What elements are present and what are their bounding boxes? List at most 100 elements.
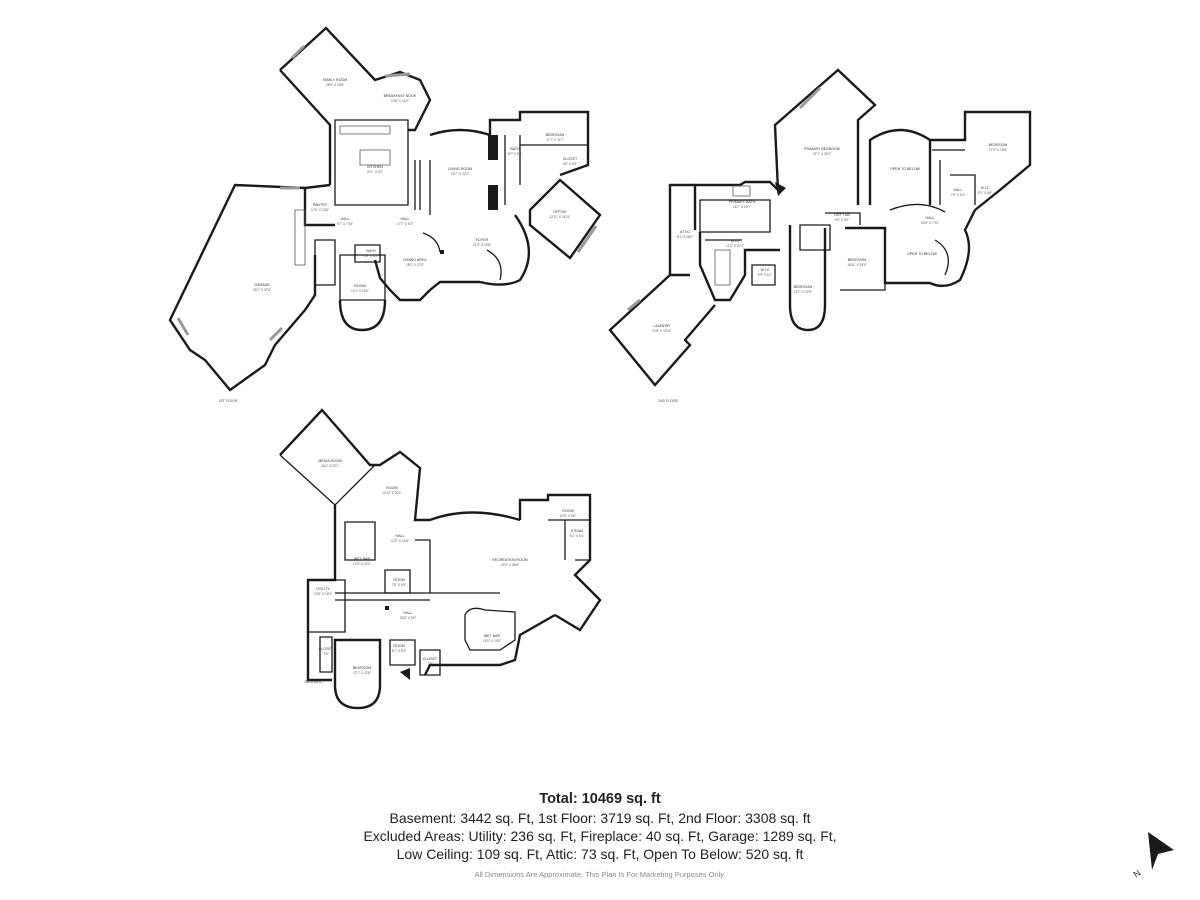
b-room-c-dim: 10'0" X 6'5" [560,514,576,518]
b-hall-b-dim: 32'8" X 5'8" [400,616,416,620]
sf-bedroom-a-label: BEDROOM [989,143,1008,147]
b-hall-a-dim: 12'2" X 14'8" [391,539,409,543]
sf-wic-a-label: W.I.C [981,186,990,190]
sf-wic-b-label: W.I.C [731,239,740,243]
b-hall-b-label: HALL [404,611,413,615]
sf-wic-c-label: W.I.C [761,268,770,272]
ff-bath-b-dim: 6'0" X 6'3" [364,254,378,258]
b-recreation-label: RECREATION ROOM [492,558,527,562]
b-utility-label: UTILITY [316,587,330,591]
second-floor-plan: PRIMARY BEDROOM 21'7" X 30'2" OPEN TO BE… [608,68,1032,403]
b-room-d-label: ROOM [393,644,404,648]
sf-bedroom-b-dim: 12'7" X 22'9" [794,290,812,294]
sf-primary-bed-label: PRIMARY BEDROOM [804,147,840,151]
b-room-b-dim: 7'8" X 6'4" [392,583,406,587]
b-closet-a-label: CLOSET [319,647,334,651]
ff-hall-a-dim: 5'7" X 7'10" [337,222,353,226]
b-room-b-label: ROOM [393,578,404,582]
basement-plan: MEDIA ROOM 16'4" X 20'1" ROOM 12'10" X 3… [279,408,602,710]
sf-hot-tub-label: HOT TUB [834,213,850,217]
ff-office-dim: 12'11" X 16'11" [549,215,570,219]
ff-family-room-label: FAMILY ROOM [323,78,348,82]
b-wet-bar-b-dim: 15'0" X 14'8" [483,639,501,643]
ff-pantry-label: PANTRY [313,203,328,207]
sf-hall-a-dim: 7'5" X 6'1" [951,193,965,197]
ff-bath-dim: 8'7" X 5'9" [508,152,522,156]
sf-bedroom-c-label: BEDROOM [848,258,867,262]
sf-hall-b-label: HALL [926,216,935,220]
b-bedroom-dim: 12'7" X 22'8" [353,671,371,675]
sf-attic-dim: 8'1" X 28'2" [677,235,693,239]
ff-closet-label: CLOSET [563,157,578,161]
first-floor-plan: FAMILY ROOM 28'5" X 16'8" BREAKFAST NOOK… [168,26,602,403]
sf-hot-tub-dim: 9'5" X 5'2" [835,218,849,222]
b-media-dim: 16'4" X 20'1" [321,464,339,468]
ff-hall-b-dim: 17'7" X 5'2" [397,222,413,226]
sf-open-below-b-label: OPEN TO BELOW [907,252,938,256]
b-hall-a-label: HALL [396,534,405,538]
ff-breakfast-label: BREAKFAST NOOK [384,94,417,98]
ff-family-room-dim: 28'5" X 16'8" [326,83,344,87]
ff-foyer-dim: 21'3" X 19'8" [473,243,491,247]
b-room-a-label: ROOM [386,486,397,490]
disclaimer-text: All Dimensions Are Approximate. This Pla… [474,870,726,879]
b-closet-b-label: CLOSET [423,657,438,661]
ff-room-dim: 12'1" X 19'2" [351,289,369,293]
ff-breakfast-dim: 12'8" X 14'3" [391,99,409,103]
area-summary: Total: 10469 sq. ft Basement: 3442 sq. F… [0,789,1200,863]
sf-bedroom-c-dim: 18'11" X 18'0" [847,263,867,267]
b-floor-label: BASEMENT [305,680,324,684]
compass-letter: N [1131,868,1142,880]
ff-foyer-label: FOYER [476,238,489,242]
sf-primary-bath-label: PRIMARY BATH [729,200,756,204]
sf-bedroom-b-label: BEDROOM [794,285,813,289]
sf-attic-label: ATTIC [680,230,691,234]
sf-laundry-label: LAUNDRY [653,324,671,328]
ff-garage-dim: 25'1" X 37'8" [253,288,271,292]
sf-wic-c-dim: 5'9" X 6'1" [758,273,772,277]
b-utility-dim: 13'5" X 15'3" [314,592,332,596]
ff-room-label: ROOM [354,284,365,288]
excluded-areas-line: Excluded Areas: Utility: 236 sq. Ft, Fir… [363,828,837,844]
total-area: Total: 10469 sq. ft [539,791,661,807]
ff-bath-b-label: BATH [366,249,376,253]
sf-hall-a-label: HALL [954,188,963,192]
b-wet-bar-a-label: WET BAR [354,557,371,561]
b-wet-bar-b-label: WET BAR [484,634,501,638]
excluded-areas-line-2: Low Ceiling: 109 sq. Ft, Attic: 73 sq. F… [396,846,804,862]
ff-floor-label: 1ST FLOOR [219,399,238,403]
ff-garage-label: GARAGE [254,283,270,287]
b-closet-b-dim: 7'0" [427,662,432,666]
ff-living-dim: 19'7" X 22'2" [451,172,469,176]
ff-dining-label: DINING AREA [403,258,427,262]
sf-laundry-dim: 22'8" X 19'11" [652,329,672,333]
b-wet-bar-a-dim: 12'5" X 22'0" [353,562,371,566]
b-recreation-dim: 40'3" X 39'6" [501,563,519,567]
ff-office-label: OFFICE [553,210,567,214]
ff-hall-a-label: HALL [341,217,350,221]
floor-plan-drawing: FAMILY ROOM 28'5" X 16'8" BREAKFAST NOOK… [168,26,1032,710]
b-steam-dim: 6'1" X 6'1" [570,534,584,538]
sf-floor-label: 2ND FLOOR [658,399,678,403]
sf-bedroom-a-dim: 17'3" X 15'8" [989,148,1007,152]
ff-bath-label: BATH [510,147,520,151]
ff-living-label: LIVING ROOM [448,167,472,171]
ff-bedroom-label: BEDROOM [546,133,565,137]
sf-wic-b-dim: 12'3" X 27'4" [726,244,744,248]
sf-hall-b-dim: 24'0" X 7'10" [921,221,939,225]
ff-kitchen-label: KITCHEN [367,165,383,169]
sf-primary-bed-dim: 21'7" X 30'2" [813,152,831,156]
b-room-a-dim: 12'10" X 30'1" [382,491,402,495]
ff-closet-dim: 4'8" X 6'5" [563,162,577,166]
b-media-label: MEDIA ROOM [318,459,341,463]
ff-pantry-dim: 12'0" X 10'5" [311,208,329,212]
sf-wic-a-dim: 5'1" X 5'8" [978,191,992,195]
ff-bedroom-dim: 17'7" X 11'7" [546,138,564,142]
b-bedroom-label: BEDROOM [353,666,372,670]
b-steam-label: STEAM [571,529,583,533]
ff-dining-dim: 18'1" X 17'5" [406,263,424,267]
ff-hall-b-label: HALL [401,217,410,221]
b-room-d-dim: 6'1" X 5'4" [392,649,406,653]
sf-primary-bath-dim: 16'7" X 10'7" [733,205,751,209]
b-closet-a-dim: 7'6" [323,652,328,656]
